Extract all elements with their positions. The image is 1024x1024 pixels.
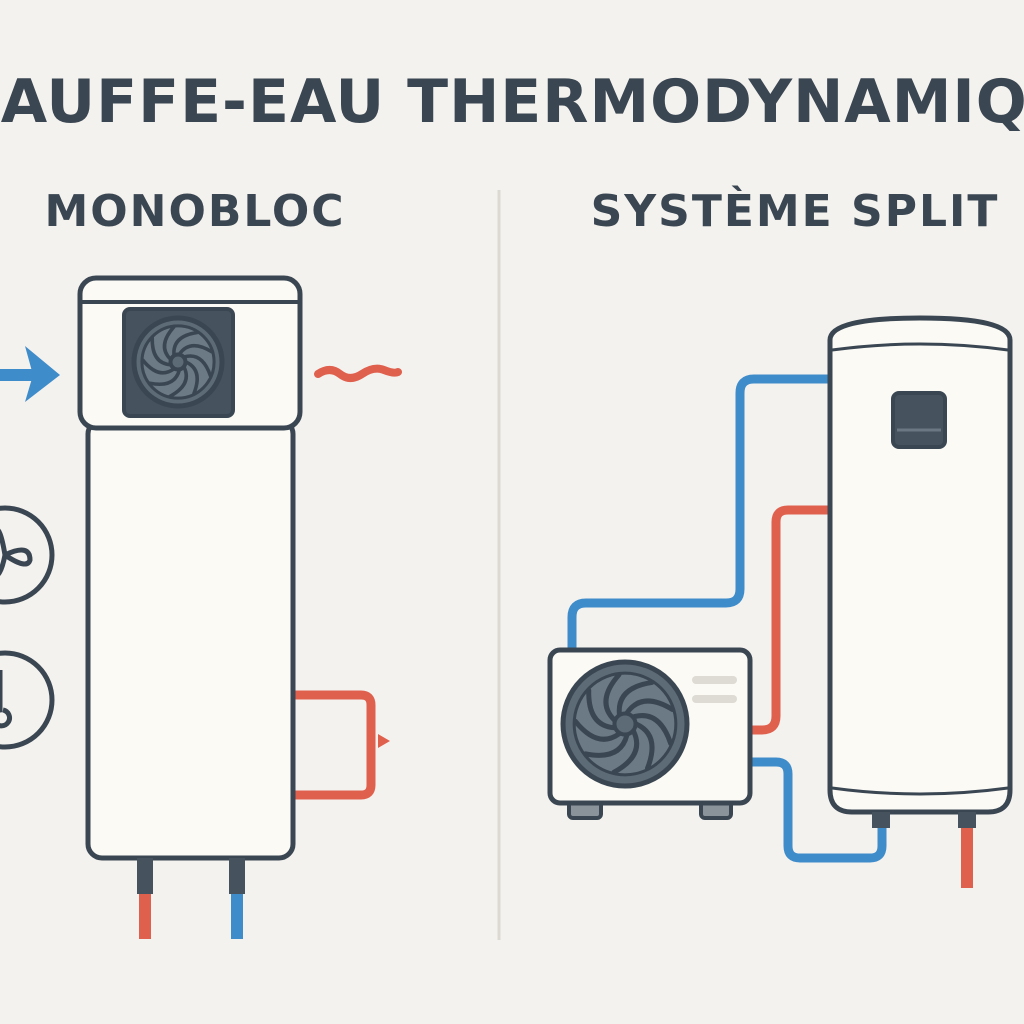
fan-blade <box>162 325 176 362</box>
outdoor-fan-icon <box>560 659 690 789</box>
cold-pipe <box>231 894 243 939</box>
fan-blade <box>168 365 189 399</box>
main-title: CHAUFFE-EAU THERMODYNAMIQUE <box>0 67 1024 137</box>
cold-refrigerant-pipe <box>567 374 830 652</box>
return-pipe <box>752 757 887 863</box>
pipe-connector <box>137 858 153 894</box>
fan-blade <box>182 354 213 378</box>
fan-hub <box>612 711 638 737</box>
fan-blade <box>603 672 622 723</box>
fan-blade <box>582 732 630 758</box>
fan-blade <box>586 687 617 731</box>
vent-line <box>692 676 737 684</box>
fan-blade <box>150 336 173 367</box>
split-heading: SYSTÈME SPLIT <box>591 184 1000 237</box>
fan-blade <box>172 330 199 357</box>
monobloc-heading: MONOBLOC <box>44 186 345 237</box>
fan-blade <box>624 698 675 716</box>
pipe-connector <box>872 812 890 828</box>
fan-blade <box>572 718 622 742</box>
monobloc-unit <box>0 275 402 939</box>
vent-line <box>692 695 737 703</box>
fan-hub <box>168 352 188 372</box>
fan-blade <box>611 728 640 775</box>
monobloc-tank <box>85 417 296 861</box>
heat-output-squiggle <box>314 364 402 382</box>
pipe-connector <box>958 812 976 828</box>
fan-icon <box>0 505 55 605</box>
fan-blade <box>631 713 674 746</box>
split-system <box>547 315 1013 888</box>
fan-blade <box>616 679 655 717</box>
fan-blade <box>177 343 214 356</box>
fan-blade <box>633 721 655 771</box>
hot-water-arrow <box>378 734 390 748</box>
hot-refrigerant-pipe <box>752 505 830 735</box>
thermometer-icon <box>0 650 55 750</box>
split-tank <box>827 315 1013 815</box>
air-inlet-arrowhead <box>25 346 60 402</box>
pipe-connector <box>229 858 245 894</box>
fan-blade <box>148 368 182 386</box>
hot-water-outlet <box>961 828 973 888</box>
control-panel <box>891 391 947 449</box>
hot-pipe <box>139 894 151 939</box>
fan-blade <box>184 360 199 396</box>
fan-blade <box>141 358 176 375</box>
hot-water-loop <box>293 690 376 800</box>
monobloc-fan-icon <box>131 315 225 409</box>
